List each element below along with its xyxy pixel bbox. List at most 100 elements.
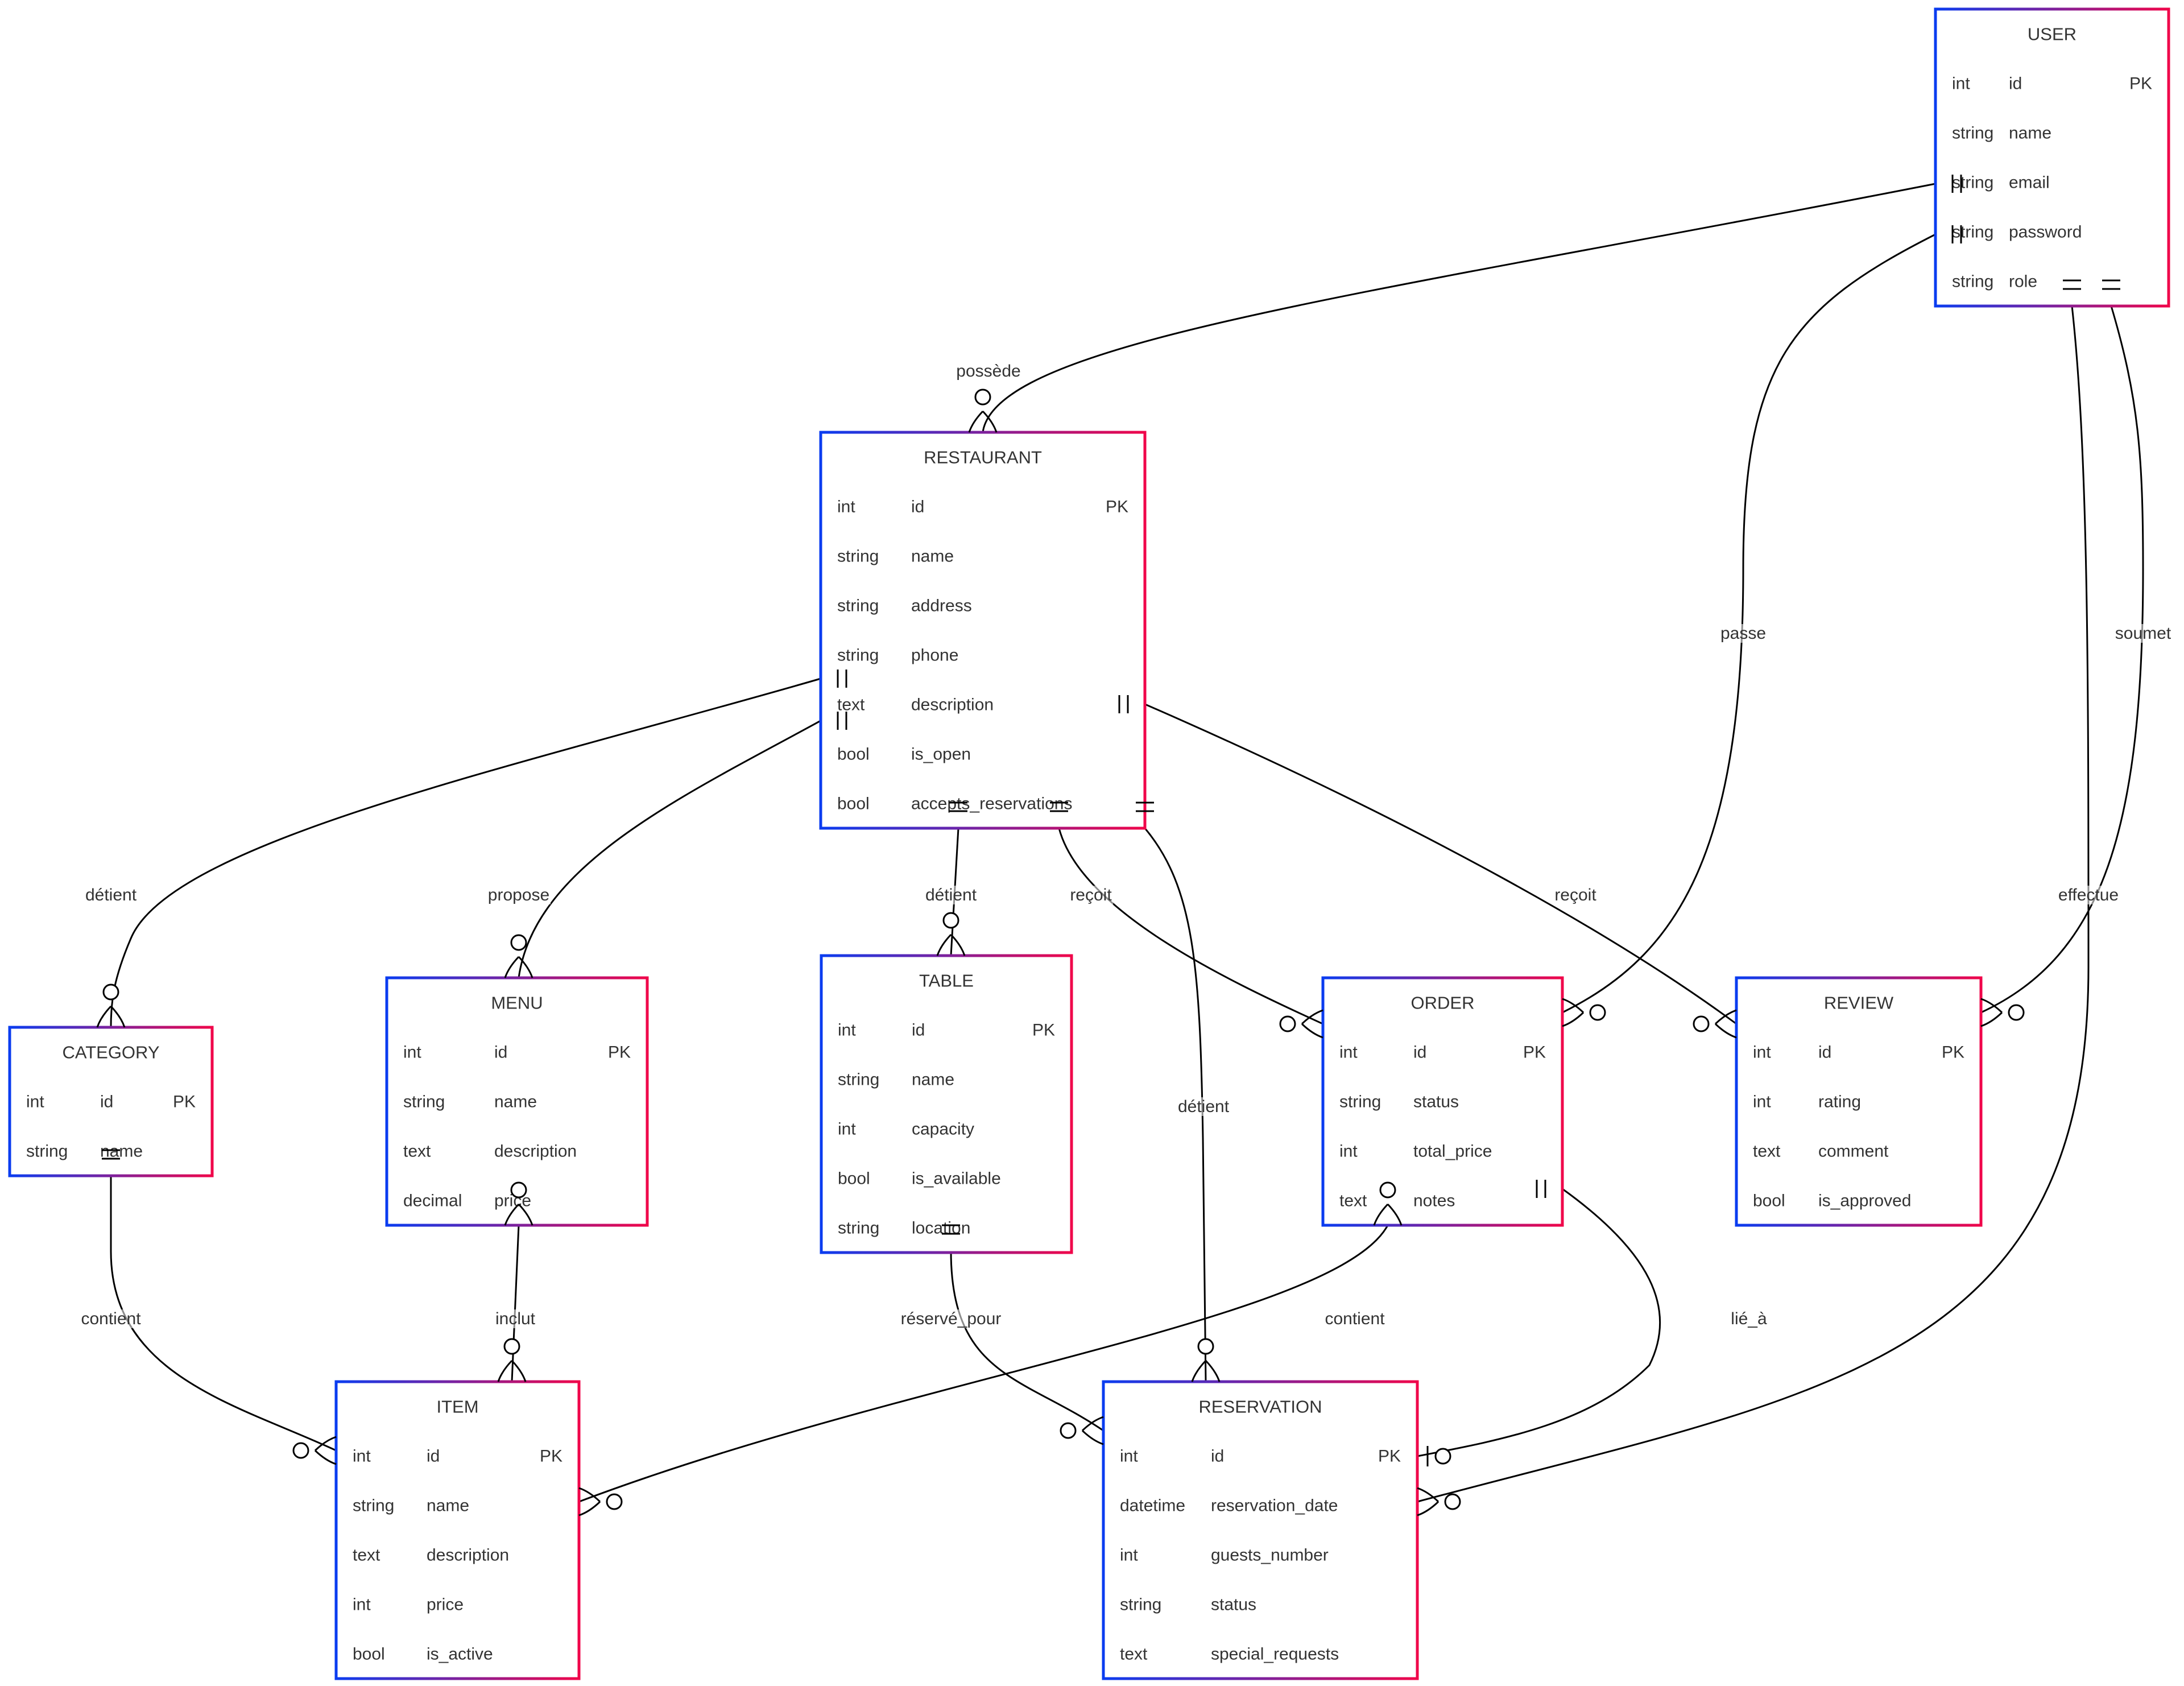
- attribute-type: string: [837, 597, 879, 615]
- relationship-order-reservation-edge: [1417, 1188, 1661, 1457]
- attribute-type: int: [353, 1596, 371, 1614]
- relationship-label: soumet: [2113, 624, 2173, 643]
- attribute-type: int: [1339, 1142, 1358, 1161]
- relationship-restaurant-review-edge: [1144, 703, 1737, 1025]
- attribute-key: PK: [1378, 1447, 1401, 1466]
- zero-or-many-marker: [1417, 1487, 1461, 1516]
- entity-title: USER: [2028, 24, 2077, 44]
- attribute-key: PK: [1032, 1021, 1055, 1040]
- exactly-one-marker: [837, 670, 847, 688]
- zero-or-many-marker: [968, 389, 998, 433]
- exactly-one-marker: [1951, 225, 1962, 243]
- attribute-type: int: [837, 498, 855, 516]
- entity-title: ITEM: [436, 1397, 478, 1417]
- attribute-type: bool: [837, 745, 870, 764]
- attribute-type: int: [1120, 1447, 1138, 1466]
- relationship-order-item-edge: [578, 1225, 1389, 1503]
- relationship-label: reçoit: [1069, 886, 1114, 904]
- attribute-type: text: [403, 1142, 431, 1161]
- exactly-one-marker: [942, 1224, 960, 1235]
- label-background: [1719, 624, 1768, 643]
- relationship-label: inclut: [494, 1309, 537, 1328]
- label-background: [2113, 624, 2173, 643]
- attribute-type: int: [1753, 1093, 1771, 1111]
- entity-title: CATEGORY: [62, 1043, 159, 1063]
- attribute-name: status: [1211, 1596, 1256, 1614]
- label-background: [1176, 1097, 1231, 1116]
- attribute-type: string: [1952, 272, 1993, 291]
- entity-title: REVIEW: [1824, 993, 1894, 1013]
- attribute-type: int: [403, 1043, 421, 1062]
- attribute-type: bool: [1753, 1192, 1785, 1210]
- attribute-type: text: [1339, 1192, 1367, 1210]
- attribute-type: string: [1952, 124, 1993, 143]
- attribute-type: int: [838, 1120, 856, 1139]
- attribute-key: PK: [2129, 75, 2152, 93]
- label-background: [899, 1309, 1003, 1328]
- attribute-key: PK: [608, 1043, 631, 1062]
- exactly-one-marker: [837, 712, 847, 730]
- relationship-label-text: réservé_pour: [901, 1309, 1002, 1328]
- relationship-label-text: contient: [1325, 1309, 1385, 1328]
- relationship-label-text: soumet: [2115, 624, 2171, 643]
- attribute-type: text: [1753, 1142, 1781, 1161]
- attribute-name: email: [2009, 173, 2050, 192]
- attribute-name: name: [912, 1071, 954, 1089]
- attribute-name: address: [911, 597, 972, 615]
- label-background: [924, 886, 978, 904]
- attribute-key: PK: [1523, 1043, 1546, 1062]
- attribute-type: string: [1120, 1596, 1161, 1614]
- attribute-type: int: [1753, 1043, 1771, 1062]
- attribute-key: PK: [173, 1093, 196, 1111]
- relationship-label: contient: [80, 1309, 143, 1328]
- entity-title: TABLE: [919, 971, 974, 991]
- relationship-label: lié_à: [1730, 1309, 1769, 1328]
- entity-box: [1735, 976, 1983, 1227]
- zero-or-many-marker: [1693, 1009, 1737, 1039]
- attribute-type: string: [1952, 223, 1993, 242]
- zero-or-many-marker: [497, 1338, 527, 1382]
- zero-or-many-marker: [1373, 1181, 1403, 1226]
- attribute-name: name: [100, 1142, 143, 1161]
- attribute-type: int: [26, 1093, 44, 1111]
- relationship-label-text: inclut: [495, 1309, 536, 1328]
- attribute-name: description: [911, 696, 994, 714]
- relationship-label: possède: [955, 362, 1022, 381]
- zero-or-many-marker: [578, 1487, 623, 1516]
- relationship-label: passe: [1719, 624, 1768, 643]
- attribute-type: text: [353, 1546, 380, 1565]
- entity-title: MENU: [491, 993, 543, 1013]
- zero-or-many-marker: [1191, 1338, 1221, 1382]
- attribute-name: phone: [911, 646, 958, 665]
- attribute-type: decimal: [403, 1192, 462, 1210]
- zero-or-many-marker: [504, 1181, 533, 1226]
- attribute-type: bool: [837, 795, 870, 813]
- zero-or-many-marker: [504, 934, 533, 978]
